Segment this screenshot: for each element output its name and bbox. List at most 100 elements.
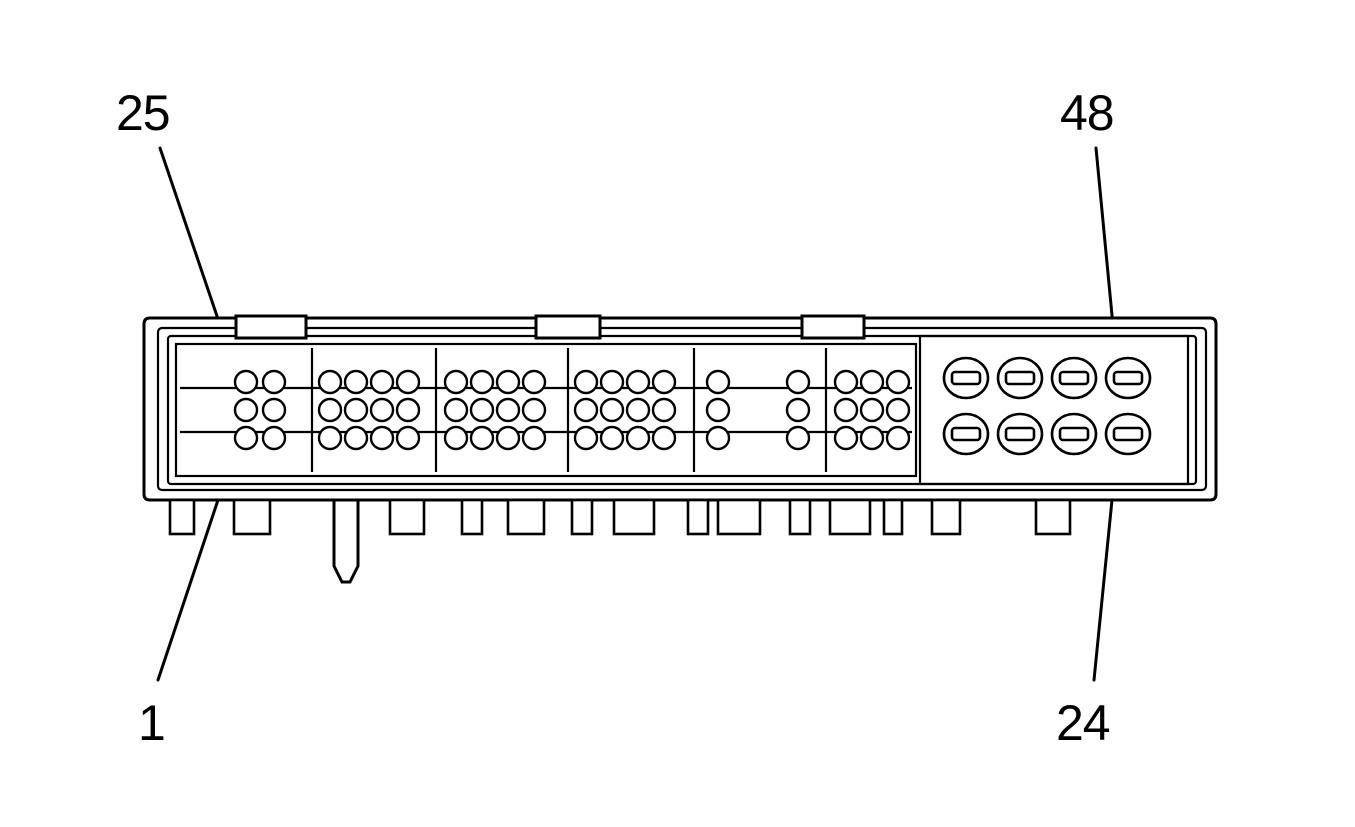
pin-cavity — [599, 369, 625, 395]
tooth — [716, 498, 762, 536]
label-pin-48: 48 — [1060, 85, 1114, 141]
locating-peg — [332, 498, 360, 584]
connector-housing — [142, 314, 1218, 502]
tooth — [1034, 498, 1072, 536]
label-pin-24: 24 — [1056, 695, 1110, 751]
inner-outline-1 — [156, 326, 1208, 492]
pin-cavity — [859, 397, 885, 423]
top-latches — [234, 314, 866, 340]
pin-cavity — [859, 425, 885, 451]
pin-cavity — [625, 397, 651, 423]
right-cavity-frame — [918, 334, 1190, 486]
label-pin-25: 25 — [116, 85, 170, 141]
left-cavity-frame — [174, 342, 918, 478]
pin-cavity — [705, 369, 731, 395]
pin-cavity — [317, 369, 343, 395]
pin-cavity — [369, 397, 395, 423]
pin-cavity — [885, 425, 911, 451]
pin-cavity — [317, 425, 343, 451]
tooth — [460, 498, 484, 536]
top-latch-3 — [800, 314, 866, 340]
tooth — [882, 498, 904, 536]
top-latch-2 — [534, 314, 602, 340]
pin-cavity — [625, 425, 651, 451]
pin-cavity — [521, 397, 547, 423]
pin-cavity — [233, 369, 259, 395]
pin-cavity — [859, 369, 885, 395]
pin-cavity — [443, 369, 469, 395]
pin-cavity — [599, 425, 625, 451]
pin-cavity — [495, 397, 521, 423]
pin-cavity — [443, 425, 469, 451]
tooth — [930, 498, 962, 536]
pin-cavity — [573, 397, 599, 423]
pin-cavity — [651, 425, 677, 451]
inner-outline-2 — [166, 334, 1198, 486]
pin-cavity — [317, 397, 343, 423]
pin-cavity — [885, 369, 911, 395]
pin-cavity — [651, 369, 677, 395]
terminal-blade — [1004, 370, 1036, 386]
pin-cavity — [469, 425, 495, 451]
terminal-blade — [1112, 370, 1144, 386]
pin-cavity — [833, 369, 859, 395]
pin-cavity — [625, 369, 651, 395]
pin-cavity — [395, 425, 421, 451]
pin-cavity — [395, 369, 421, 395]
terminal-blade — [1058, 370, 1090, 386]
pin-cavity — [343, 425, 369, 451]
pin-cavity — [261, 425, 287, 451]
terminal-blade — [1004, 426, 1036, 442]
large-terminals — [942, 356, 1152, 456]
pin-cavity — [395, 397, 421, 423]
pin-cavity — [443, 397, 469, 423]
tooth — [788, 498, 812, 536]
tooth — [686, 498, 710, 536]
tooth — [570, 498, 594, 536]
pin-cavity — [343, 369, 369, 395]
pin-cavity — [885, 397, 911, 423]
pin-cavity — [343, 397, 369, 423]
label-pin-1: 1 — [138, 695, 165, 751]
top-latch-1 — [234, 314, 308, 340]
tooth — [828, 498, 872, 536]
tooth — [506, 498, 546, 536]
pin-cavity — [521, 425, 547, 451]
pin-cavity — [233, 397, 259, 423]
pin-cavity — [573, 425, 599, 451]
pin-cavity — [469, 397, 495, 423]
pin-cavity — [261, 397, 287, 423]
pin-cavity — [651, 397, 677, 423]
pin-cavity — [495, 425, 521, 451]
bottom-teeth — [168, 498, 1072, 536]
pin-cavity — [521, 369, 547, 395]
pin-cavity — [469, 369, 495, 395]
tooth — [232, 498, 272, 536]
terminal-blade — [950, 426, 982, 442]
pin-cavity — [495, 369, 521, 395]
pin-cavity — [705, 397, 731, 423]
pin-cavity — [233, 425, 259, 451]
terminal-blade — [1112, 426, 1144, 442]
pin-cavity — [833, 397, 859, 423]
terminal-blade — [1058, 426, 1090, 442]
pin-cavity — [369, 425, 395, 451]
outer-shell — [142, 316, 1218, 502]
pin-row-bottom — [233, 425, 911, 451]
tooth — [388, 498, 426, 536]
pin-row-middle — [233, 397, 911, 423]
pin-cavity — [573, 369, 599, 395]
pin-cavity — [785, 397, 811, 423]
pin-cavity — [599, 397, 625, 423]
pin-cavity — [785, 425, 811, 451]
pin-cavity — [785, 369, 811, 395]
pin-cavity — [833, 425, 859, 451]
pin-cavity — [705, 425, 731, 451]
pin-cavity — [369, 369, 395, 395]
tooth — [612, 498, 656, 536]
pin-row-top — [233, 369, 911, 395]
tooth — [168, 498, 196, 536]
pin-cavity — [261, 369, 287, 395]
terminal-blade — [950, 370, 982, 386]
